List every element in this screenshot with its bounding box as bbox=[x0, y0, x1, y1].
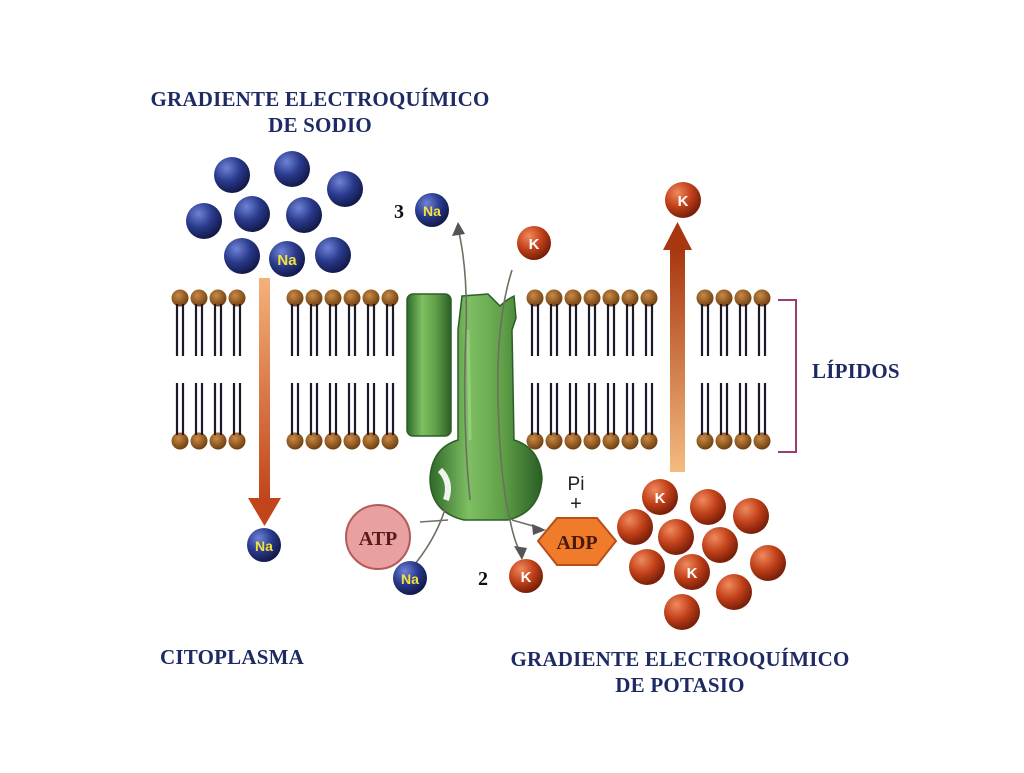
potassium-ion-top bbox=[665, 182, 701, 218]
sodium-ion bbox=[186, 203, 222, 239]
sodium-exit-group: 3 Na bbox=[394, 193, 449, 227]
sodium-ion-label: Na bbox=[255, 538, 273, 554]
potassium-ion bbox=[629, 549, 665, 585]
potassium-ion-label: K bbox=[678, 193, 689, 210]
potassium-ion bbox=[733, 498, 769, 534]
plus-sign: + bbox=[570, 493, 582, 515]
potassium-ion bbox=[716, 574, 752, 610]
sodium-gradient-arrow bbox=[248, 278, 281, 526]
sodium-ion bbox=[315, 237, 351, 273]
phosphate-label: Pi bbox=[568, 474, 585, 495]
potassium-ion-label: K bbox=[521, 569, 532, 586]
sodium-cytoplasm-group: Na bbox=[247, 528, 281, 562]
lipid-bracket bbox=[778, 299, 797, 453]
potassium-ion-label: K bbox=[687, 565, 698, 582]
potassium-count-label: 2 bbox=[478, 568, 488, 590]
potassium-ion bbox=[690, 489, 726, 525]
sodium-ion bbox=[234, 196, 270, 232]
potassium-arrow-tip-group: K bbox=[665, 182, 701, 218]
potassium-entry-path bbox=[496, 269, 521, 553]
atp-label: ATP bbox=[359, 528, 398, 550]
sodium-ion-bound bbox=[393, 561, 427, 595]
sodium-binding-line bbox=[409, 505, 447, 571]
potassium-ion bbox=[702, 527, 738, 563]
potassium-entry-group: K bbox=[517, 226, 551, 260]
lipid-block-4 bbox=[695, 288, 772, 451]
sodium-potassium-pump-protein bbox=[406, 293, 543, 521]
potassium-ion-label: K bbox=[529, 236, 540, 253]
sodium-count-label: 3 bbox=[394, 201, 404, 223]
lipids-label: LÍPIDOS bbox=[812, 359, 900, 383]
sodium-ion bbox=[274, 151, 310, 187]
sodium-gradient-title: GRADIENTE ELECTROQUÍMICO DE SODIO bbox=[95, 86, 545, 138]
potassium-ion bbox=[750, 545, 786, 581]
sodium-ion-label: Na bbox=[423, 203, 441, 219]
potassium-ion-labeled bbox=[674, 554, 710, 590]
sodium-ion bbox=[214, 157, 250, 193]
sodium-gradient-title-line2: DE SODIO bbox=[268, 113, 372, 137]
potassium-gradient-title-line2: DE POTASIO bbox=[615, 673, 745, 697]
potassium-ion bbox=[664, 594, 700, 630]
potassium-ion bbox=[658, 519, 694, 555]
potassium-gradient-arrow bbox=[663, 222, 692, 472]
sodium-ion bbox=[327, 171, 363, 207]
sodium-ion-labeled bbox=[269, 241, 305, 277]
potassium-ion bbox=[617, 509, 653, 545]
sodium-bound-group: Na bbox=[393, 561, 427, 595]
sodium-ion bbox=[224, 238, 260, 274]
potassium-entered-group: 2 K bbox=[478, 559, 543, 593]
atp-molecule: ATP bbox=[345, 504, 411, 570]
sodium-exit-path bbox=[457, 227, 471, 501]
potassium-ion-label: K bbox=[655, 490, 666, 507]
pump-subunit-main bbox=[429, 293, 543, 521]
potassium-gradient-title: GRADIENTE ELECTROQUÍMICO DE POTASIO bbox=[455, 646, 905, 698]
sodium-ion-exiting bbox=[415, 193, 449, 227]
sodium-ion-label: Na bbox=[401, 571, 419, 587]
pump-subunit-left bbox=[406, 293, 452, 437]
atp-binding-line bbox=[419, 519, 449, 523]
sodium-gradient-title-line1: GRADIENTE ELECTROQUÍMICO bbox=[150, 87, 490, 111]
adp-molecule bbox=[536, 517, 618, 566]
sodium-ion bbox=[286, 197, 322, 233]
potassium-ion-labeled bbox=[642, 479, 678, 515]
adp-label: ADP bbox=[556, 532, 597, 554]
potassium-ion-cluster: K K bbox=[617, 479, 786, 630]
sodium-ion-label: Na bbox=[277, 252, 297, 269]
lipid-block-1 bbox=[170, 288, 247, 451]
sodium-ion-cluster: Na bbox=[186, 151, 363, 277]
lipid-block-3 bbox=[525, 288, 659, 451]
adp-pi-group: Pi + ADP bbox=[536, 474, 618, 566]
potassium-gradient-title-line1: GRADIENTE ELECTROQUÍMICO bbox=[510, 647, 850, 671]
sodium-ion-inside bbox=[247, 528, 281, 562]
lipid-block-2 bbox=[285, 288, 400, 451]
potassium-ion-inside bbox=[509, 559, 543, 593]
potassium-ion-outside bbox=[517, 226, 551, 260]
cytoplasm-label: CITOPLASMA bbox=[160, 645, 304, 669]
